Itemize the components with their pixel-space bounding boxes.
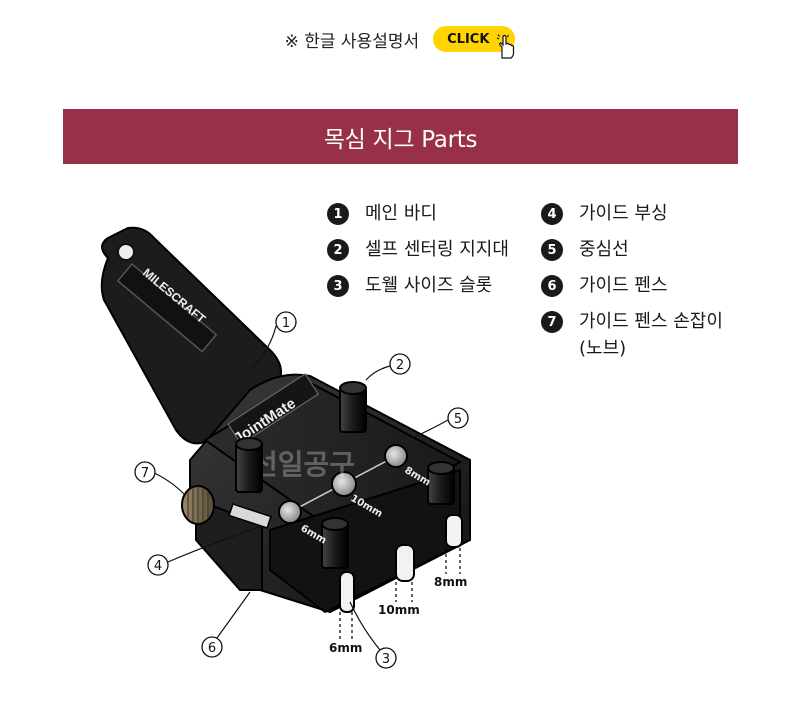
- legend-item: 1 메인 바디: [327, 200, 509, 236]
- click-button[interactable]: CLICK: [433, 26, 516, 59]
- size-label-8mm: 8mm: [434, 575, 467, 589]
- legend-item: 7 가이드 펜스 손잡이 (노브): [541, 308, 723, 362]
- callout-1: 1: [275, 311, 297, 333]
- svg-text:2: 2: [396, 358, 404, 373]
- legend-item: 3 도웰 사이즈 슬롯: [327, 272, 509, 308]
- legend-item: 4 가이드 부싱: [541, 200, 723, 236]
- svg-text:6: 6: [208, 641, 216, 656]
- svg-text:7: 7: [141, 466, 149, 481]
- bushing-6mm: [278, 500, 302, 524]
- hang-hole-icon: [117, 243, 135, 261]
- fence-knob: [181, 485, 215, 525]
- legend-label: 가이드 펜스: [579, 275, 668, 296]
- banner-title: 목심 지그 Parts: [323, 126, 478, 153]
- legend-label: 중심선: [579, 239, 629, 260]
- legend-label: 셀프 센터링 지지대: [365, 239, 509, 260]
- slot-10mm: [395, 544, 415, 582]
- parts-legend-left: 1 메인 바디 2 셀프 센터링 지지대 3 도웰 사이즈 슬롯: [327, 200, 509, 308]
- legend-label: 도웰 사이즈 슬롯: [365, 275, 493, 296]
- number-badge: 7: [541, 311, 563, 333]
- number-badge: 2: [327, 239, 349, 261]
- legend-label: 가이드 부싱: [579, 203, 668, 224]
- guide-fence: [195, 498, 272, 591]
- legend-label: 가이드 펜스 손잡이 (노브): [579, 311, 723, 359]
- pointer-hand-icon: [497, 34, 515, 59]
- size-label-10mm: 10mm: [378, 603, 420, 617]
- size-label-6mm: 6mm: [329, 641, 362, 655]
- number-badge: 6: [541, 275, 563, 297]
- callout-2: 2: [389, 353, 411, 375]
- centering-posts: [235, 381, 455, 569]
- callout-4: 4: [147, 554, 169, 576]
- legend-item: 2 셀프 센터링 지지대: [327, 236, 509, 272]
- click-button-label: CLICK: [447, 31, 490, 47]
- number-badge: 4: [541, 203, 563, 225]
- watermark-text: 선일공구: [252, 448, 355, 481]
- svg-text:3: 3: [382, 652, 390, 667]
- number-badge: 1: [327, 203, 349, 225]
- legend-label: 메인 바디: [365, 203, 437, 224]
- callout-3: 3: [375, 647, 397, 669]
- svg-text:5: 5: [454, 412, 462, 427]
- slot-8mm: [445, 514, 463, 548]
- svg-text:4: 4: [154, 559, 162, 574]
- parts-legend-right: 4 가이드 부싱 5 중심선 6 가이드 펜스 7 가이드 펜스 손잡이 (노브…: [541, 200, 723, 362]
- callout-6: 6: [201, 636, 223, 658]
- manual-link-row: ※ 한글 사용설명서 CLICK: [0, 26, 800, 59]
- svg-text:1: 1: [282, 316, 290, 331]
- number-badge: 5: [541, 239, 563, 261]
- callout-7: 7: [134, 461, 156, 483]
- korean-manual-text: ※ 한글 사용설명서: [284, 31, 420, 52]
- number-badge: 3: [327, 275, 349, 297]
- section-banner: 목심 지그 Parts: [63, 109, 738, 164]
- jig-handle: MILESCRAFT: [100, 226, 282, 445]
- legend-item: 6 가이드 펜스: [541, 272, 723, 308]
- callout-5: 5: [447, 407, 469, 429]
- legend-item: 5 중심선: [541, 236, 723, 272]
- bushing-10mm: [331, 471, 357, 497]
- bushing-8mm: [384, 444, 408, 468]
